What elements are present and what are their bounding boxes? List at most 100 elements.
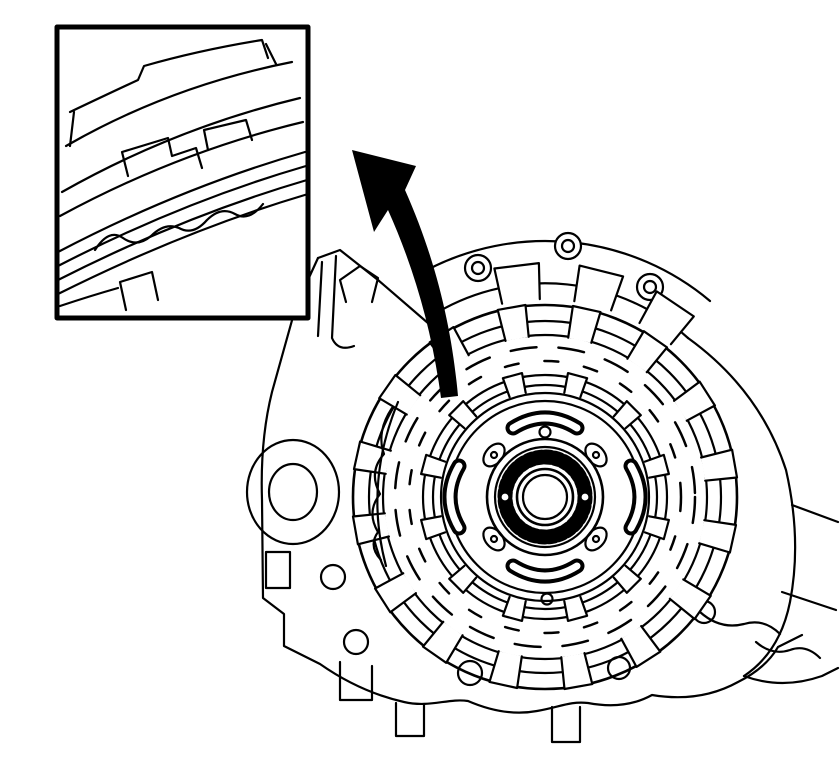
- case-bracket-line-2: [330, 254, 356, 349]
- slot-tab: [567, 304, 602, 344]
- bolt-boss-inner: [560, 238, 576, 254]
- case-top-left-edge: [316, 248, 438, 332]
- slot-tab: [378, 373, 422, 416]
- inset-plate-line-1: [64, 60, 294, 148]
- slot-tab: [351, 512, 390, 546]
- slot-tab: [420, 453, 447, 479]
- slot-tab: [501, 372, 527, 399]
- retainer-pad-hole: [591, 450, 601, 460]
- side-slot-left-cut: [446, 462, 463, 532]
- drum-outer-ring: [351, 303, 739, 691]
- slot-tab: [421, 620, 464, 664]
- pilot-hole-bottom: [540, 592, 554, 606]
- slot-tab: [488, 650, 523, 690]
- transmission-case: [245, 231, 840, 744]
- slot-tab: [448, 564, 478, 594]
- kidney-slot-top-cut: [509, 414, 581, 432]
- hub: [485, 437, 605, 557]
- shaft-bore-inner: [521, 473, 569, 521]
- case-right-edge-2: [780, 590, 838, 612]
- hub-ring: [493, 445, 597, 549]
- slot-tab: [563, 595, 589, 622]
- slot-tab: [448, 400, 478, 430]
- case-right-outline: [686, 336, 797, 678]
- detail-inset: [54, 24, 311, 321]
- slot-tab: [698, 519, 738, 554]
- piston-ring-outer: [439, 391, 651, 603]
- case-foot-left: [338, 660, 374, 702]
- inset-border: [54, 24, 311, 321]
- retainer-pad-hole: [591, 534, 601, 544]
- slot-tab: [612, 400, 642, 430]
- slot-tab: [374, 572, 417, 614]
- callout-arrow: [352, 150, 458, 398]
- inset-edge-tick: [68, 110, 76, 148]
- rim-slot-tabs: [493, 262, 695, 346]
- slot-tab: [643, 453, 670, 479]
- apply-ring-inner: [431, 383, 659, 611]
- shaft-bore-outer: [515, 467, 575, 527]
- inset-edge-tick-right: [264, 42, 278, 66]
- slot-tab: [560, 652, 594, 691]
- slot-tab: [626, 330, 669, 374]
- side-slot-right-cut: [627, 462, 644, 532]
- apply-ring-outer: [421, 373, 669, 621]
- case-right-wavy-edge: [754, 640, 822, 660]
- slot-tab: [668, 578, 712, 621]
- kidney-slot-bottom-cut: [509, 562, 581, 580]
- slot-tab: [493, 262, 541, 305]
- slot-tab: [496, 303, 530, 342]
- inset-plate-stack-2: [56, 164, 308, 268]
- case-mount-lug: [264, 550, 292, 590]
- case-right-edge-1: [790, 503, 840, 524]
- bolt-boss-inner: [470, 260, 486, 276]
- bolt-hole: [456, 659, 484, 687]
- slot-tab: [612, 564, 642, 594]
- slot-tab: [573, 264, 625, 312]
- inset-lower-arc: [58, 286, 120, 308]
- case-bracket: [338, 264, 380, 304]
- plate-edge-arc: [376, 400, 400, 568]
- inset-plate-tab: [118, 270, 160, 312]
- pilot-hole-top: [538, 425, 552, 439]
- inset-plate-lug-2: [202, 118, 254, 152]
- inset-plate-stack-4: [56, 192, 310, 296]
- case-foot-middle: [394, 701, 426, 738]
- slot-tab: [643, 515, 670, 541]
- bolt-hole: [342, 628, 370, 656]
- inset-plate-stack-1: [56, 150, 307, 254]
- left-bearing-boss-outer: [245, 438, 341, 546]
- inset-plate-line-2: [60, 96, 302, 194]
- slot-tab: [352, 440, 392, 475]
- slot-tab: [620, 625, 662, 668]
- top-bolt-bosses: [463, 231, 665, 302]
- slot-tab: [563, 372, 589, 399]
- left-bearing-boss-inner: [267, 462, 319, 522]
- clutch-assembly: [351, 303, 739, 691]
- retainer-pad-hole: [489, 450, 499, 460]
- bolt-boss-inner: [642, 279, 658, 295]
- slot-tab: [638, 290, 695, 346]
- clutch-plate-teeth-ring: [407, 359, 683, 635]
- line-art: [54, 24, 840, 744]
- hub-outer: [485, 437, 605, 557]
- inset-plate-line-3: [58, 120, 305, 218]
- case-right-edge-3: [742, 666, 840, 685]
- apply-ring-tabs: [420, 372, 670, 622]
- slot-tab: [700, 448, 739, 482]
- case-outline: [260, 256, 804, 714]
- snap-ring-segmented: [393, 345, 697, 649]
- hub-spline-hole: [579, 491, 591, 503]
- inset-plate-lug-1: [120, 136, 204, 178]
- drum-ring-3: [381, 333, 709, 661]
- drum-ring-2: [367, 319, 723, 675]
- inset-drum-edge: [68, 38, 270, 114]
- case-bracket-line-1: [316, 260, 324, 338]
- hub-spline-hole: [499, 491, 511, 503]
- inset-plate-stack-3: [56, 178, 309, 282]
- wave-spring-detail: [371, 406, 394, 562]
- retainer-pad-hole: [489, 534, 499, 544]
- slot-tab: [420, 515, 447, 541]
